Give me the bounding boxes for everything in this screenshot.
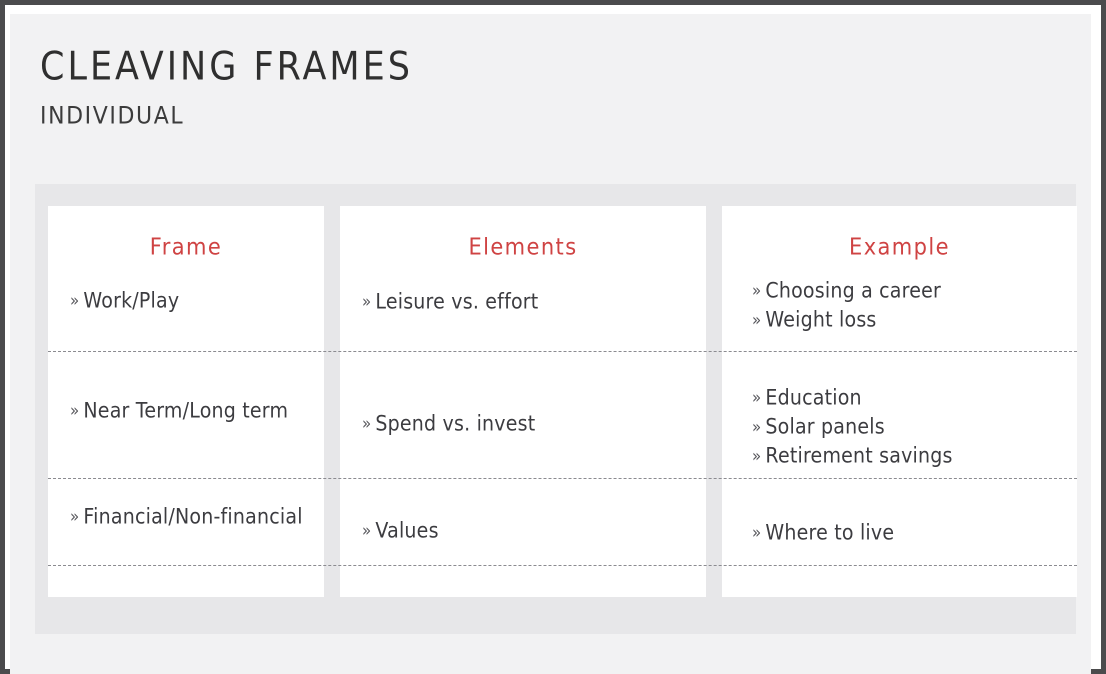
title-block: CLEAVING FRAMES INDIVIDUAL — [40, 44, 940, 131]
list-item-label: Choosing a career — [765, 278, 942, 303]
page-title: CLEAVING FRAMES — [40, 44, 413, 90]
column-header-frame: Frame — [149, 233, 223, 260]
bullet-icon: » — [70, 290, 80, 311]
slide-canvas: CLEAVING FRAMES INDIVIDUAL Frame »Work/P… — [10, 14, 1091, 674]
bullet-icon: » — [752, 416, 762, 437]
row-divider-2 — [48, 478, 1077, 479]
list-item-label: Leisure vs. effort — [375, 289, 539, 314]
row-divider-3 — [48, 565, 1077, 566]
list-item-label: Weight loss — [765, 307, 877, 332]
list-item-label: Spend vs. invest — [375, 411, 536, 436]
list-item-label: Values — [375, 518, 439, 543]
cell-elements-row3: »Values — [362, 516, 439, 545]
bullet-icon: » — [752, 522, 762, 543]
bullet-icon: » — [752, 387, 762, 408]
list-item-label: Retirement savings — [765, 443, 953, 469]
list-item: »Values — [362, 516, 439, 545]
bullet-icon: » — [752, 309, 762, 330]
column-header-elements: Elements — [468, 233, 578, 260]
list-item: »Solar panels — [752, 412, 953, 441]
list-item: »Retirement savings — [752, 441, 953, 470]
bullet-icon: » — [362, 291, 372, 312]
list-item: »Education — [752, 383, 953, 412]
list-item-label: Where to live — [765, 520, 895, 545]
list-item: »Spend vs. invest — [362, 409, 535, 438]
list-item: »Choosing a career — [752, 276, 941, 305]
cell-elements-row1: »Leisure vs. effort — [362, 287, 538, 316]
cell-frame-row1: »Work/Play — [70, 286, 179, 315]
cell-example-row2: »Education »Solar panels »Retirement sav… — [752, 383, 953, 470]
cleaving-frames-table: Frame »Work/Play »Near Term/Long term »F… — [35, 184, 1077, 634]
list-item-label: Work/Play — [83, 288, 180, 313]
bullet-icon: » — [362, 413, 372, 434]
row-divider-1 — [48, 351, 1077, 352]
list-item-label: Solar panels — [765, 414, 885, 439]
page-subtitle: INDIVIDUAL — [40, 102, 185, 131]
bullet-icon: » — [752, 280, 762, 301]
list-item: »Leisure vs. effort — [362, 287, 538, 316]
list-item: »Near Term/Long term — [70, 396, 288, 425]
cell-example-row3: »Where to live — [752, 518, 894, 547]
list-item-label: Financial/Non-financial — [83, 504, 303, 529]
cell-example-row1: »Choosing a career »Weight loss — [752, 276, 941, 334]
column-header-example: Example — [849, 233, 950, 260]
list-item-label: Education — [765, 385, 862, 410]
list-item-label: Near Term/Long term — [83, 398, 289, 423]
list-item: »Work/Play — [70, 286, 179, 315]
table-column-example: Example »Choosing a career »Weight loss … — [722, 206, 1077, 597]
list-item: »Financial/Non-financial — [70, 502, 303, 531]
cell-frame-row3: »Financial/Non-financial — [70, 502, 303, 531]
bullet-icon: » — [362, 520, 372, 541]
list-item: »Where to live — [752, 518, 894, 547]
table-column-frame: Frame »Work/Play »Near Term/Long term »F… — [48, 206, 324, 597]
table-columns: Frame »Work/Play »Near Term/Long term »F… — [48, 206, 1077, 597]
list-item: »Weight loss — [752, 305, 941, 334]
table-column-elements: Elements »Leisure vs. effort »Spend vs. … — [340, 206, 706, 597]
bullet-icon: » — [70, 506, 80, 527]
bullet-icon: » — [752, 445, 762, 466]
bullet-icon: » — [70, 400, 80, 421]
cell-elements-row2: »Spend vs. invest — [362, 409, 535, 438]
cell-frame-row2: »Near Term/Long term — [70, 396, 288, 425]
